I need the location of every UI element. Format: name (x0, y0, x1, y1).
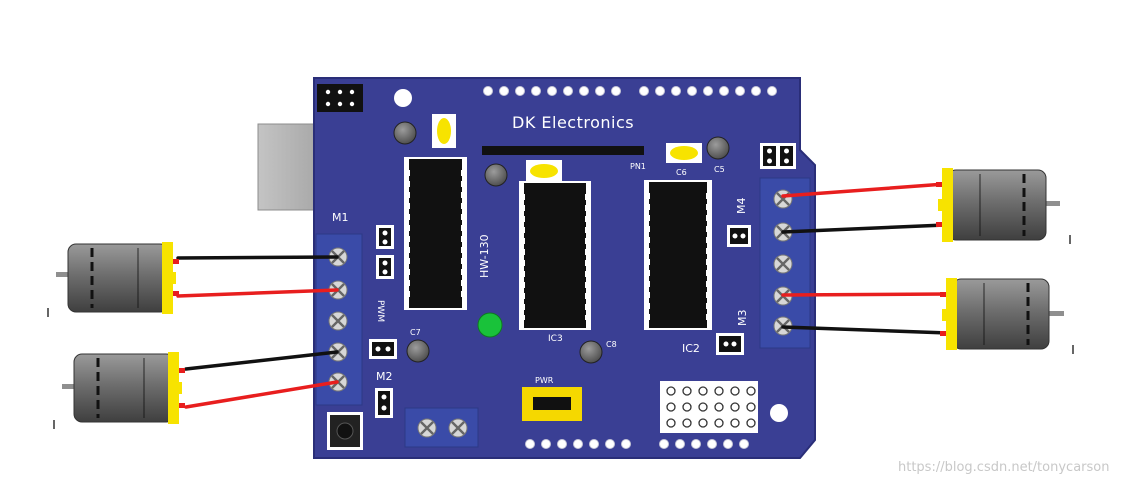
capacitor (393, 121, 417, 145)
mount-hole (770, 404, 788, 422)
dc-motor (62, 352, 185, 424)
label-m1: M1 (332, 211, 349, 224)
header-pins-top (483, 86, 777, 96)
label-pn1: PN1 (630, 162, 646, 171)
label-pwr: PWR (535, 376, 554, 385)
jumper-left-3 (369, 339, 397, 359)
pwr-jumper (522, 387, 582, 421)
label-ic3: IC3 (548, 334, 563, 344)
icsp-header (317, 84, 363, 112)
wire-red (781, 292, 950, 297)
wire-black (781, 223, 947, 234)
watermark: https://blog.csdn.net/tonycarson (898, 460, 1110, 475)
jumper-top-right (760, 143, 796, 169)
model-label: HW-130 (478, 234, 491, 278)
capacitor-c7 (406, 339, 430, 363)
wire-black (781, 325, 950, 335)
jumper-right-2 (716, 333, 744, 355)
label-c6: C6 (676, 168, 687, 177)
wire-red (184, 380, 339, 409)
chip-ic2 (644, 180, 712, 330)
label-m4: M4 (735, 198, 748, 215)
wire-black (184, 350, 339, 371)
capacitor-c5 (706, 136, 730, 160)
label-m3: M3 (736, 310, 749, 327)
mount-hole (394, 89, 412, 107)
wire-black (176, 255, 339, 260)
wire-red (781, 182, 947, 198)
capacitor-c8 (579, 340, 603, 364)
header-block-bottom-right (660, 381, 758, 433)
yellow-capacitor-mid (526, 160, 562, 182)
reset-button (327, 412, 363, 450)
power-led (477, 312, 503, 338)
header-pins-bottom (525, 439, 749, 449)
yellow-capacitor-top (432, 114, 456, 148)
yellow-capacitor-c6 (666, 143, 702, 163)
chip-ic3 (519, 181, 591, 330)
jumper-right-1 (727, 225, 751, 247)
stray-marks (47, 235, 1074, 429)
jumper-left-1 (376, 225, 394, 249)
label-c5: C5 (714, 165, 725, 174)
dc-motor (940, 278, 1064, 350)
jumper-left-2 (376, 255, 394, 279)
label-ic2: IC2 (682, 342, 700, 355)
dc-motor (936, 168, 1060, 242)
label-c8: C8 (606, 340, 617, 349)
label-pwm: PWM (375, 300, 385, 322)
terminal-m1-m2 (315, 233, 363, 406)
chip-hw130 (404, 157, 467, 310)
terminal-m3-m4 (759, 177, 811, 349)
usb-connector (257, 123, 319, 211)
jumper-left-4 (375, 388, 393, 418)
brand-label: DK Electronics (512, 113, 634, 132)
black-strip (482, 146, 644, 155)
wire-red (176, 288, 339, 298)
capacitor (484, 163, 508, 187)
wires (176, 182, 950, 409)
dc-motor (56, 242, 179, 314)
label-m2: M2 (376, 370, 393, 383)
power-terminal (404, 407, 479, 448)
label-c7: C7 (410, 328, 421, 337)
